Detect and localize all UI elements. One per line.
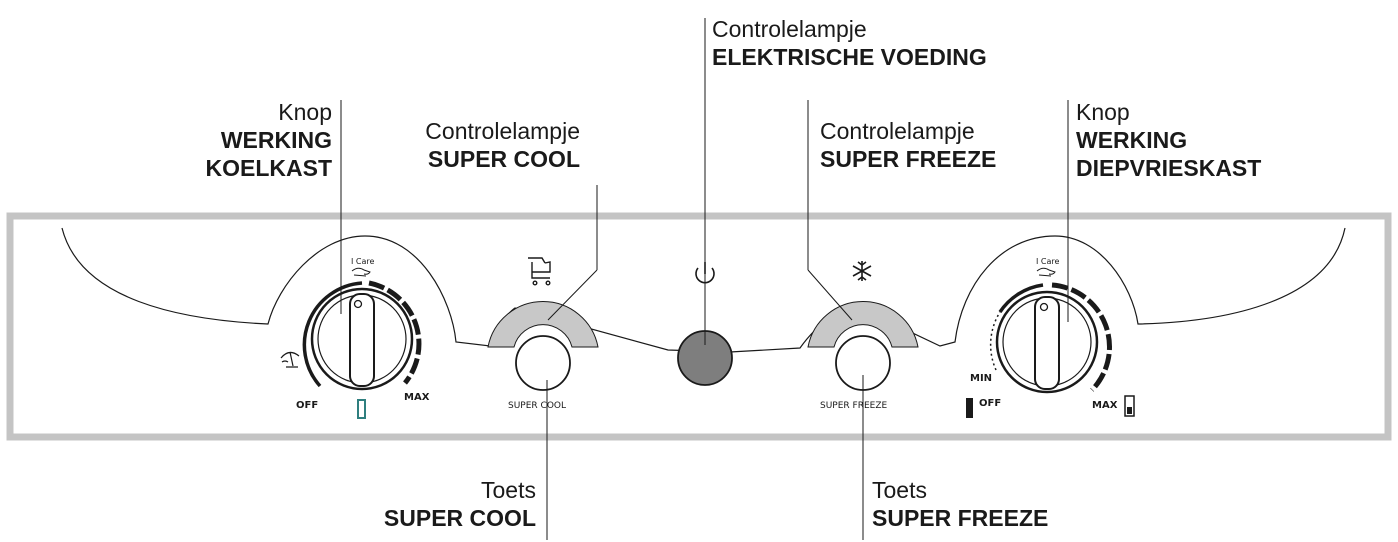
label-lamp-super-cool-line1: Controlelampje: [425, 118, 580, 144]
label-button-super-freeze: Toets SUPER FREEZE: [872, 476, 1048, 532]
hand-icon: [1036, 267, 1056, 277]
fridge-dial[interactable]: [302, 280, 422, 391]
label-knob-freezer-line1: Knop: [1076, 99, 1130, 125]
fridge-max-label: MAX: [404, 392, 430, 403]
label-lamp-super-freeze-line2: SUPER FREEZE: [820, 146, 997, 172]
label-knob-freezer-line3: DIEPVRIESKAST: [1076, 155, 1262, 181]
freezer-scale-arc: [998, 283, 1044, 314]
fridge-dial-pointer: [353, 299, 363, 309]
label-lamp-super-freeze-line1: Controlelampje: [820, 118, 975, 144]
label-lamp-super-freeze: Controlelampje SUPER FREEZE: [820, 117, 996, 173]
freezer-dial[interactable]: [989, 282, 1112, 394]
freezer-scale-arc-thick: [1051, 282, 1112, 392]
label-knob-fridge: Knop WERKING KOELKAST: [206, 98, 333, 182]
fridge-dial-handle: [349, 293, 375, 387]
leader-lamp-super-freeze-diag: [807, 269, 853, 321]
label-button-super-freeze-line1: Toets: [872, 477, 927, 503]
freezer-dial-pointer: [1039, 302, 1049, 312]
freezer-min-label: MIN: [970, 373, 992, 384]
super-cool-caption: SUPER COOL: [508, 401, 566, 411]
fridge-mode-indicator: [357, 399, 366, 419]
label-knob-fridge-line3: KOELKAST: [205, 155, 333, 181]
label-lamp-power-line2: ELEKTRISCHE VOEDING: [712, 44, 987, 70]
super-freeze-lamp-segment: [807, 301, 919, 348]
label-button-super-cool-line1: Toets: [481, 477, 536, 503]
label-lamp-power-line1: Controlelampje: [712, 16, 867, 42]
label-lamp-super-cool: Controlelampje SUPER COOL: [425, 117, 580, 173]
label-knob-freezer: Knop WERKING DIEPVRIESKAST: [1076, 98, 1261, 182]
super-cool-button[interactable]: [515, 335, 571, 391]
label-lamp-super-cool-line2: SUPER COOL: [427, 146, 580, 172]
cart-icon: [528, 257, 551, 286]
label-button-super-cool-line2: SUPER COOL: [383, 505, 536, 531]
freezer-max-label: MAX: [1092, 400, 1118, 411]
freezer-off-indicator: [966, 398, 973, 418]
super-freeze-caption: SUPER FREEZE: [820, 401, 887, 411]
freezer-dial-handle: [1034, 296, 1060, 390]
label-button-super-freeze-line2: SUPER FREEZE: [872, 505, 1049, 531]
snowflake-icon: [852, 261, 872, 281]
super-cool-lamp-segment: [487, 301, 599, 348]
umbrella-icon: [280, 351, 300, 368]
leader-lamp-super-cool-diag: [547, 269, 598, 321]
label-button-super-cool: Toets SUPER COOL: [384, 476, 536, 532]
fridge-off-label: OFF: [296, 400, 318, 411]
freezer-scale-arc-min: [989, 311, 1001, 371]
hand-icon: [351, 267, 371, 277]
label-knob-freezer-line2: WERKING: [1076, 127, 1188, 153]
panel-frame: [6, 212, 1392, 441]
fridge-scale-arc-thick: [368, 280, 422, 385]
freezer-max-indicator-fill: [1127, 407, 1132, 414]
label-knob-fridge-line2: WERKING: [220, 127, 332, 153]
freezer-icare-label: I Care: [1036, 257, 1060, 266]
freezer-max-indicator: [1124, 395, 1135, 417]
fridge-scale-arc: [302, 281, 363, 388]
label-lamp-power: Controlelampje ELEKTRISCHE VOEDING: [712, 15, 987, 71]
label-knob-fridge-line1: Knop: [278, 99, 332, 125]
fridge-icare-label: I Care: [351, 257, 375, 266]
panel-contour: [61, 227, 1346, 353]
freezer-off-label: OFF: [979, 398, 1001, 409]
